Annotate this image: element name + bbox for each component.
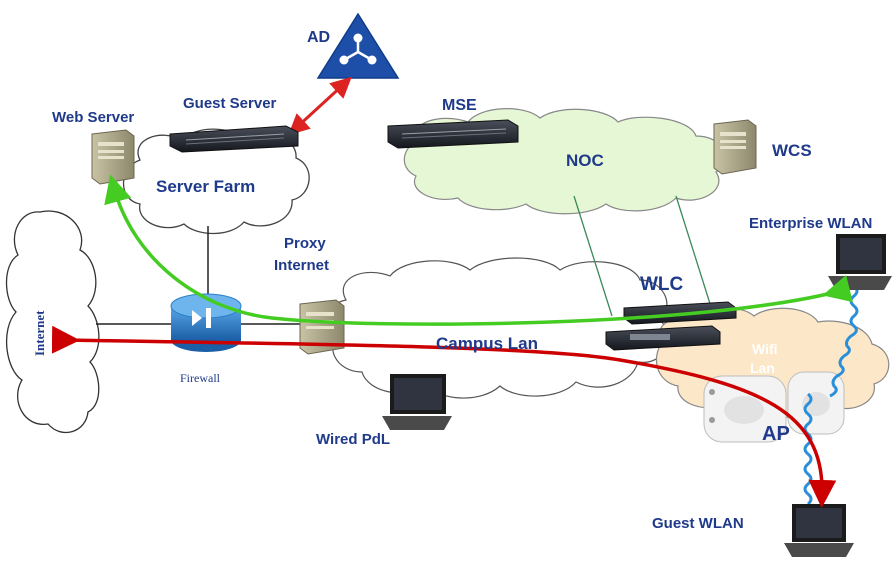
guest-traffic-flow xyxy=(51,325,837,508)
proxy-internet-label-line2: Internet xyxy=(274,257,329,274)
guest-wlan-label: Guest WLAN xyxy=(652,515,744,532)
internet-label: Internet xyxy=(32,310,47,356)
wcs-server-icon xyxy=(713,119,757,175)
mse-server-icon xyxy=(387,119,519,149)
noc-label: NOC xyxy=(566,151,604,170)
enterprise-laptop-icon xyxy=(828,234,892,290)
web-server-icon xyxy=(91,129,135,185)
wlc-label: WLC xyxy=(640,274,684,295)
guest-laptop-icon xyxy=(784,504,854,557)
wired-laptop-icon xyxy=(382,374,452,430)
enterprise-wlan-label: Enterprise WLAN xyxy=(749,215,872,232)
guest-server-icon xyxy=(169,125,299,153)
wired-pdl-label: Wired PdL xyxy=(316,431,390,448)
guest-server-label: Guest Server xyxy=(183,95,277,112)
mse-label: MSE xyxy=(442,97,477,114)
campus-lan-label: Campus Lan xyxy=(436,334,538,353)
ad-link-arrow xyxy=(288,76,352,136)
active-directory-icon xyxy=(316,12,400,79)
wifi-lan-label-line1: Wifi xyxy=(752,341,778,357)
firewall-label: Firewall xyxy=(180,371,221,385)
ad-label: AD xyxy=(307,29,330,46)
server-farm-label: Server Farm xyxy=(156,177,255,196)
proxy-internet-label-line1: Proxy xyxy=(284,235,326,252)
web-server-label: Web Server xyxy=(52,109,134,126)
enterprise-traffic-flow xyxy=(104,174,853,326)
wifi-lan-label-line2: Lan xyxy=(750,360,775,376)
internet-cloud xyxy=(5,210,100,434)
campus-lan-cloud xyxy=(328,257,669,399)
wcs-label: WCS xyxy=(772,141,812,160)
ap-label: AP xyxy=(762,423,790,445)
